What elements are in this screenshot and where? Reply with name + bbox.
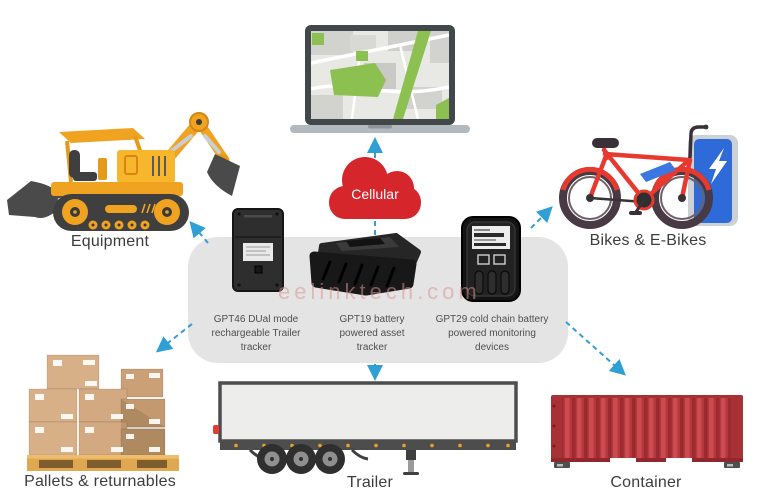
bikes-label: Bikes & E-Bikes <box>589 232 707 249</box>
pallets-label: Pallets & returnables <box>24 473 176 490</box>
watermark-text: eelinktech.com <box>278 279 481 304</box>
gpt46-device-image <box>232 208 284 292</box>
cellular-label: Cellular <box>351 186 399 202</box>
gpt29-caption: GPT29 cold chain battery powered monitor… <box>435 314 549 353</box>
container-label: Container <box>610 474 682 491</box>
trailer-label: Trailer <box>346 474 394 491</box>
gpt19-caption: GPT19 battery powered asset tracker <box>339 314 405 353</box>
container-icon <box>551 395 743 468</box>
excavator-icon <box>7 112 240 231</box>
gpt29-device-image <box>461 216 521 302</box>
gpt46-caption: GPT46 DUal mode rechargeable Trailer tra… <box>211 314 301 353</box>
laptop-map-icon <box>290 25 470 133</box>
gpt19-device-image <box>309 233 421 296</box>
ebike-charging-icon <box>559 124 738 229</box>
equipment-label: Equipment <box>70 233 150 250</box>
trailer-icon <box>213 381 518 475</box>
cellular-cloud-icon <box>329 157 421 219</box>
pallet-boxes-icon <box>27 354 179 471</box>
